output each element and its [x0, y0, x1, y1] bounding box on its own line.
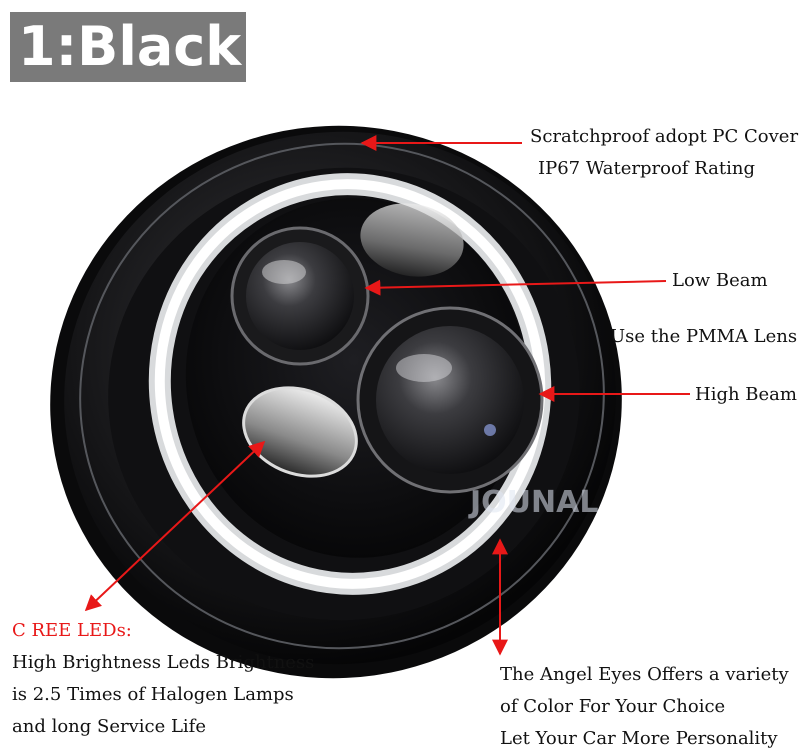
cree-led-module — [242, 386, 358, 478]
label-low-beam: Low Beam — [672, 270, 768, 291]
callout-arrows — [84, 135, 690, 656]
low-beam-lens — [230, 226, 370, 366]
label-high-beam: High Beam — [695, 384, 797, 405]
label-waterproof: IP67 Waterproof Rating — [538, 158, 755, 179]
label-pc-cover: Scratchproof adopt PC Cover — [530, 126, 799, 147]
watermark: JOUNAL — [468, 485, 598, 520]
label-angel-line: Let Your Car More Personality — [500, 728, 778, 749]
arrow-cree-led — [84, 440, 266, 612]
high-beam-lens — [356, 306, 544, 494]
label-pmma-lens: Use the PMMA Lens — [610, 326, 798, 347]
angel-eye-halo-ring — [148, 173, 552, 595]
label-angel-line: The Angel Eyes Offers a variety — [500, 664, 789, 685]
label-cree-line: and long Service Life — [12, 716, 206, 737]
top-led-module — [360, 203, 464, 277]
color-variant-badge: 1:Black — [10, 12, 246, 82]
label-cree-line: is 2.5 Times of Halogen Lamps — [12, 684, 294, 705]
label-cree-title: C REE LEDs: — [12, 620, 132, 641]
arrow-low-beam — [364, 279, 667, 296]
label-angel-line: of Color For Your Choice — [500, 696, 726, 717]
label-cree-line: High Brightness Leds Brightness — [12, 652, 315, 673]
